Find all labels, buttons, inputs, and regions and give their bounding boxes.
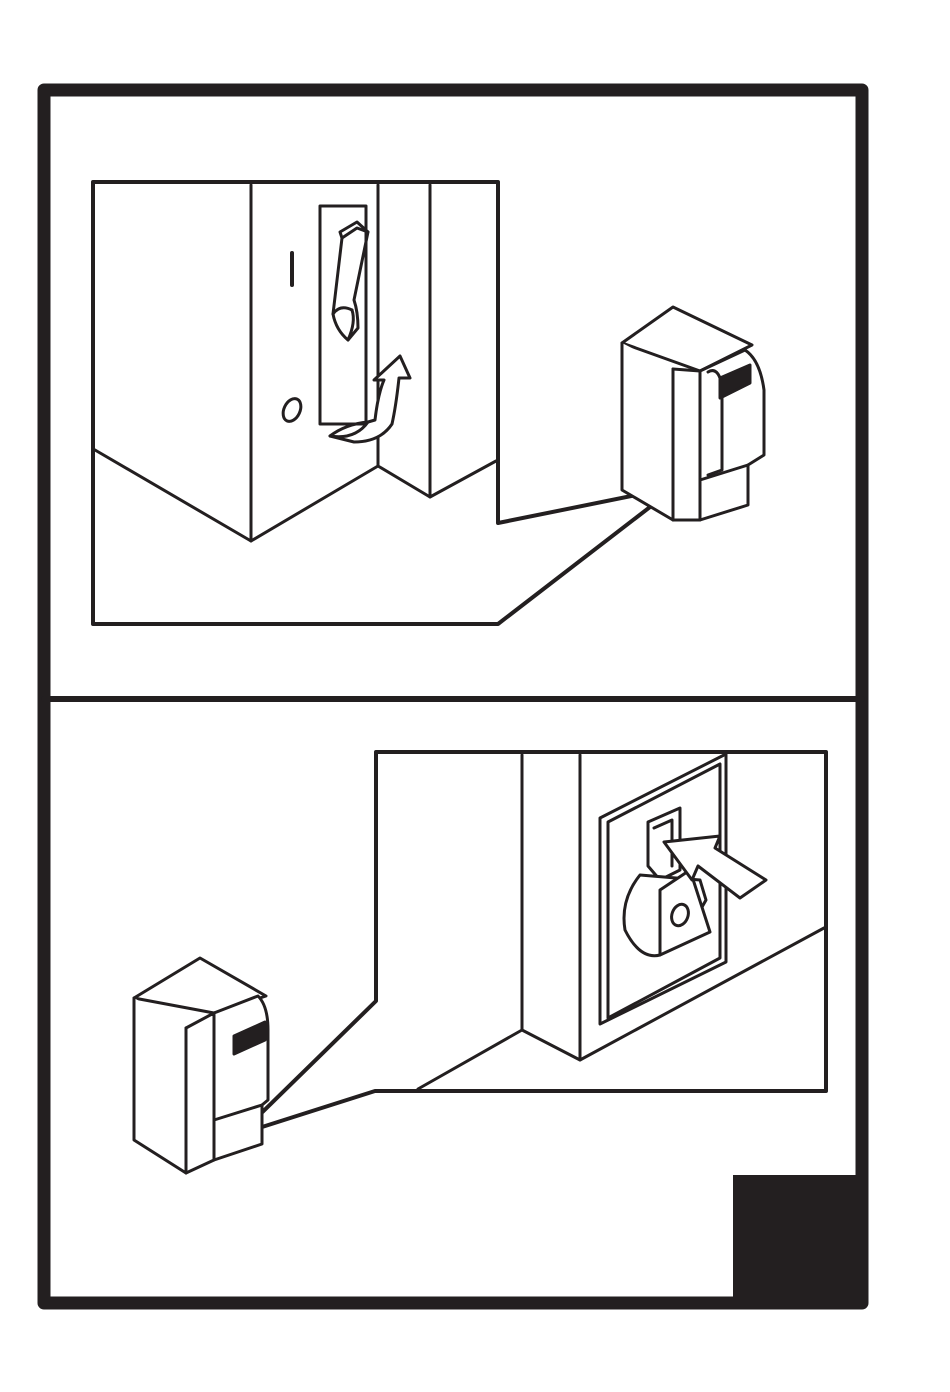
breaker-box-top [622,307,764,520]
panel-bottom [134,752,826,1173]
breaker-box-bottom [134,958,268,1173]
zoom-callout-frame-bottom [240,752,826,1134]
page-corner-block [733,1175,863,1305]
panel-top [93,182,764,624]
